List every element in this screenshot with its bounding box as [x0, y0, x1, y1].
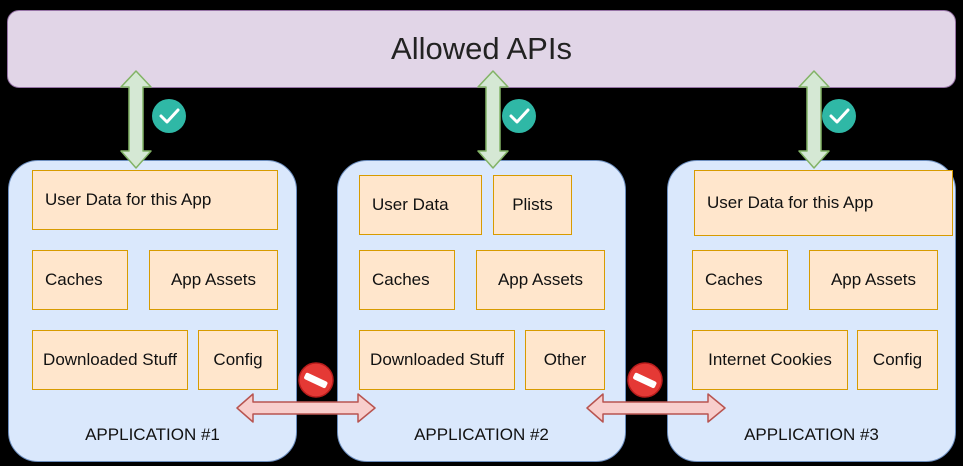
- app3-caches-box: Caches: [692, 250, 788, 310]
- app2-downloaded-stuff-label: Downloaded Stuff: [370, 350, 504, 369]
- app1-app-assets-box: App Assets: [149, 250, 278, 310]
- app2-other-label: Other: [543, 350, 587, 369]
- app2-plists-label: Plists: [512, 195, 553, 214]
- application-3-container: User Data for this App Caches App Assets…: [667, 160, 956, 462]
- app1-caches-box: Caches: [32, 250, 128, 310]
- allowed-apis-title: Allowed APIs: [391, 31, 572, 66]
- app3-internet-cookies-label: Internet Cookies: [708, 350, 832, 369]
- app1-user-data-label: User Data for this App: [45, 190, 212, 209]
- blocked-arrow-app2-app3: [586, 393, 726, 423]
- app2-caches-label: Caches: [372, 270, 430, 289]
- no-entry-icon: [627, 362, 663, 398]
- app2-label: APPLICATION #2: [414, 425, 549, 444]
- app2-other-box: Other: [525, 330, 605, 390]
- app2-app-assets-label: App Assets: [497, 270, 584, 289]
- application-2-container: User Data Plists Caches App Assets Downl…: [337, 160, 626, 462]
- app1-caches-label: Caches: [45, 270, 103, 289]
- app3-app-assets-box: App Assets: [809, 250, 938, 310]
- app1-config-box: Config: [198, 330, 278, 390]
- app3-config-label: Config: [872, 350, 923, 369]
- app1-downloaded-stuff-box: Downloaded Stuff: [32, 330, 188, 390]
- allowed-apis-banner: Allowed APIs: [7, 10, 956, 88]
- app1-app-assets-label: App Assets: [170, 270, 257, 289]
- app1-label: APPLICATION #1: [85, 425, 220, 444]
- allowed-arrow-app2: [477, 70, 509, 169]
- app3-app-assets-label: App Assets: [830, 270, 917, 289]
- app3-internet-cookies-box: Internet Cookies: [692, 330, 848, 390]
- app2-app-assets-box: App Assets: [476, 250, 605, 310]
- app3-user-data-label: User Data for this App: [707, 193, 874, 212]
- app3-config-box: Config: [857, 330, 938, 390]
- app1-config-label: Config: [213, 350, 263, 369]
- app2-user-data-box: User Data: [359, 175, 482, 235]
- no-entry-icon: [298, 362, 334, 398]
- app3-label: APPLICATION #3: [744, 425, 879, 444]
- app2-plists-box: Plists: [493, 175, 572, 235]
- blocked-arrow-app1-app2: [236, 393, 376, 423]
- app2-user-data-label: User Data: [372, 195, 449, 214]
- app2-downloaded-stuff-box: Downloaded Stuff: [359, 330, 515, 390]
- app2-caches-box: Caches: [359, 250, 455, 310]
- app3-user-data-box: User Data for this App: [694, 170, 953, 236]
- allowed-arrow-app1: [120, 70, 152, 169]
- checkmark-circle-icon: [502, 99, 536, 133]
- app1-downloaded-stuff-label: Downloaded Stuff: [43, 350, 177, 369]
- checkmark-circle-icon: [152, 99, 186, 133]
- allowed-arrow-app3: [798, 70, 830, 169]
- checkmark-circle-icon: [822, 99, 856, 133]
- app1-user-data-box: User Data for this App: [32, 170, 278, 230]
- app3-caches-label: Caches: [705, 270, 763, 289]
